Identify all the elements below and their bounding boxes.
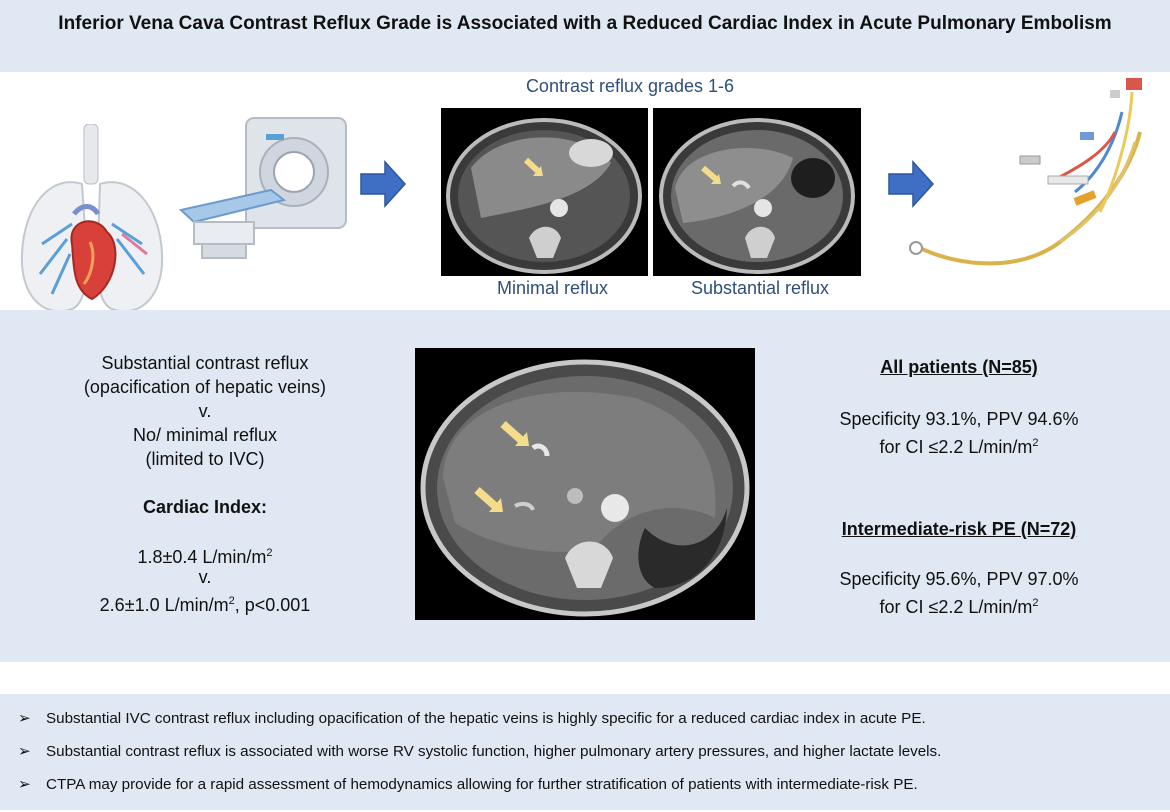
title-band: Inferior Vena Cava Contrast Reflux Grade… (0, 0, 1170, 72)
ct-image-minimal-reflux (441, 108, 648, 276)
minimal-reflux-caption: Minimal reflux (496, 278, 609, 298)
comparison-line-1: Substantial contrast reflux (101, 353, 309, 373)
cardiac-index-v: v. (198, 567, 212, 587)
conclusions-row: ➢ Substantial IVC contrast reflux includi… (0, 694, 1170, 810)
conclusion-text: CTPA may provide for a rapid assessment … (46, 776, 918, 793)
ci-value-2-text: 2.6±1.0 L/min/m (99, 595, 229, 615)
ct-image-substantial-reflux (653, 108, 861, 276)
comparison-line-5: (limited to IVC) (145, 449, 265, 469)
all-patients-line-2: for CI ≤2.2 L/min/m2 (800, 432, 1118, 459)
substantial-reflux-caption: Substantial reflux (690, 278, 830, 298)
conclusion-text: Substantial IVC contrast reflux includin… (46, 710, 926, 727)
cardiac-index-heading: Cardiac Index: (142, 497, 268, 517)
intermediate-risk-sup: 2 (1032, 597, 1039, 609)
ct-scanner-illustration (178, 117, 347, 259)
catheter-illustration (909, 78, 1142, 266)
page-title: Inferior Vena Cava Contrast Reflux Grade… (58, 13, 1112, 34)
all-patients-line-1: Specificity 93.1%, PPV 94.6% (839, 409, 1079, 429)
conclusion-bullet: ➢ Substantial contrast reflux is associat… (18, 743, 941, 761)
ci-value-2-pvalue: , p<0.001 (234, 595, 311, 615)
all-patients-sup: 2 (1032, 437, 1039, 449)
intermediate-risk-line-2: for CI ≤2.2 L/min/m2 (800, 592, 1118, 619)
results-row: Substantial contrast reflux (opacificati… (0, 310, 1170, 662)
intermediate-risk-line-2-text: for CI ≤2.2 L/min/m (879, 597, 1033, 617)
comparison-line-4: No/ minimal reflux (132, 425, 278, 445)
ci-value-1-text: 1.8±0.4 L/min/m (137, 547, 267, 567)
bullet-arrow-icon: ➢ (18, 743, 31, 760)
conclusion-text: Substantial contrast reflux is associate… (46, 743, 942, 760)
intermediate-risk-line-1: Specificity 95.6%, PPV 97.0% (839, 569, 1079, 589)
cardiac-index-value-1: 1.8±0.4 L/min/m2 (40, 542, 370, 569)
ci-value-1-sup: 2 (266, 547, 273, 559)
bullet-arrow-icon: ➢ (18, 710, 31, 727)
flow-arrow-2 (888, 160, 935, 208)
workflow-row: Contrast reflux grades 1-6 Minimal ref (0, 72, 1170, 313)
flow-arrow-1 (360, 160, 407, 208)
conclusion-bullet: ➢ Substantial IVC contrast reflux includi… (18, 710, 926, 728)
cardiac-index-value-2: 2.6±1.0 L/min/m2, p<0.001 (40, 590, 370, 617)
intermediate-risk-heading: Intermediate-risk PE (N=72) (841, 519, 1077, 539)
conclusion-bullet: ➢ CTPA may provide for a rapid assessment… (18, 776, 918, 794)
ci-value-2-sup: 2 (228, 595, 235, 607)
all-patients-heading: All patients (N=85) (880, 357, 1038, 377)
bullet-arrow-icon: ➢ (18, 776, 31, 793)
lungs-heart-illustration (20, 124, 164, 313)
comparison-line-3: v. (198, 401, 212, 421)
ct-image-large (415, 348, 755, 620)
all-patients-line-2-text: for CI ≤2.2 L/min/m (879, 437, 1033, 457)
comparison-line-2: (opacification of hepatic veins) (83, 377, 327, 397)
grades-caption: Contrast reflux grades 1-6 (525, 76, 735, 96)
